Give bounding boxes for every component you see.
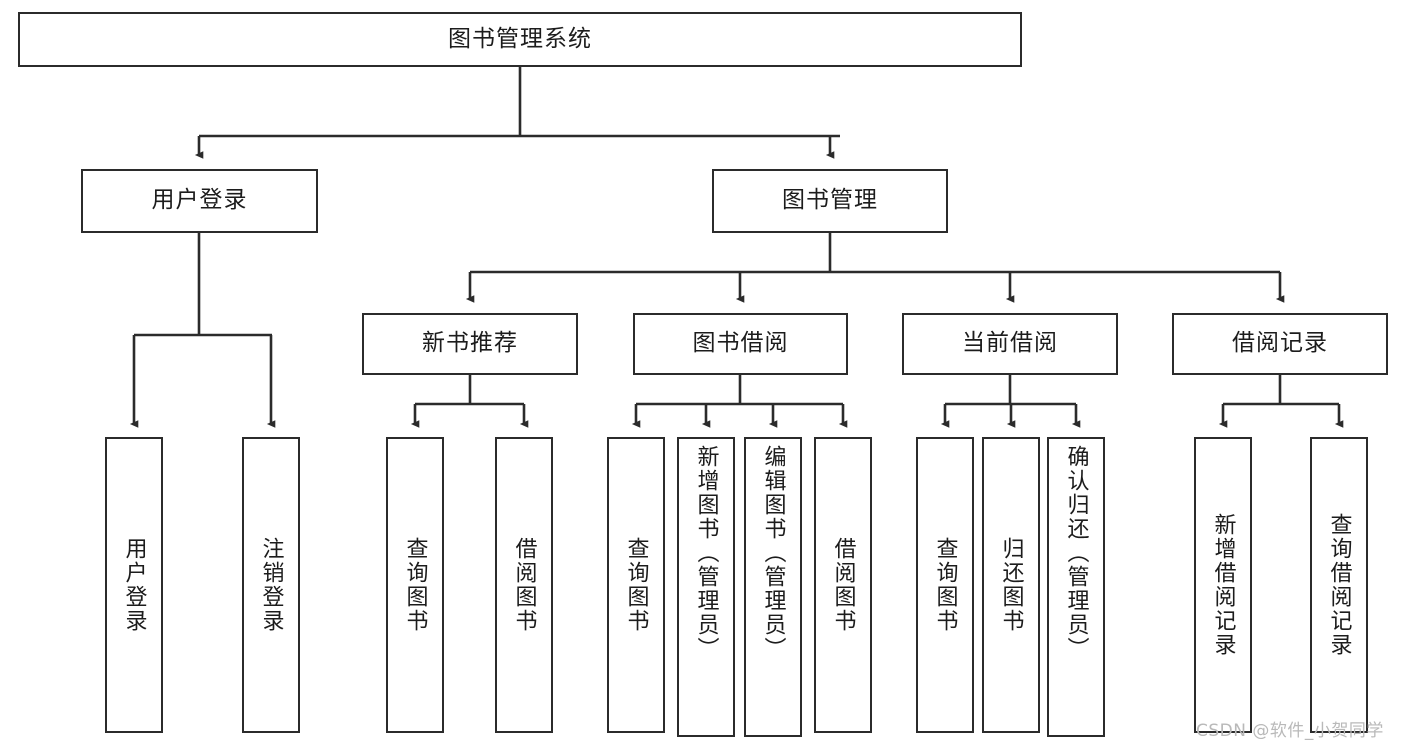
leaf-add-book-admin[interactable]: 新增图书（管理员） bbox=[677, 437, 735, 737]
node-label: 新书推荐 bbox=[422, 330, 518, 357]
leaf-query-book-current[interactable]: 查询图书 bbox=[916, 437, 974, 733]
node-label: 当前借阅 bbox=[962, 330, 1058, 357]
node-label: 编辑图书（管理员） bbox=[760, 445, 786, 661]
leaf-borrow-book[interactable]: 借阅图书 bbox=[814, 437, 872, 733]
node-label: 图书借阅 bbox=[692, 330, 789, 357]
node-label: 用户登录 bbox=[121, 537, 147, 633]
node-label: 注销登录 bbox=[258, 537, 284, 633]
node-root-book-management-system[interactable]: 图书管理系统 bbox=[18, 12, 1022, 67]
leaf-query-book-borrow[interactable]: 查询图书 bbox=[607, 437, 665, 733]
node-user-login[interactable]: 用户登录 bbox=[81, 169, 318, 233]
node-label: 查询图书 bbox=[932, 537, 958, 633]
leaf-query-borrow-record[interactable]: 查询借阅记录 bbox=[1310, 437, 1368, 733]
node-label: 借阅图书 bbox=[511, 537, 537, 633]
node-label: 查询借阅记录 bbox=[1326, 513, 1352, 657]
node-new-book-recommend[interactable]: 新书推荐 bbox=[362, 313, 578, 375]
node-label: 借阅图书 bbox=[830, 537, 856, 633]
node-label: 确认归还（管理员） bbox=[1063, 445, 1089, 661]
leaf-edit-book-admin[interactable]: 编辑图书（管理员） bbox=[744, 437, 802, 737]
node-book-borrow[interactable]: 图书借阅 bbox=[633, 313, 848, 375]
node-label: 图书管理系统 bbox=[448, 25, 592, 52]
node-label: 归还图书 bbox=[998, 537, 1024, 633]
node-book-manage[interactable]: 图书管理 bbox=[712, 169, 948, 233]
node-label: 新增借阅记录 bbox=[1210, 513, 1236, 657]
leaf-borrow-book-recommend[interactable]: 借阅图书 bbox=[495, 437, 553, 733]
node-label: 用户登录 bbox=[151, 187, 248, 214]
node-borrow-record[interactable]: 借阅记录 bbox=[1172, 313, 1388, 375]
node-label: 图书管理 bbox=[782, 187, 878, 214]
leaf-logout-login[interactable]: 注销登录 bbox=[242, 437, 300, 733]
leaf-return-book[interactable]: 归还图书 bbox=[982, 437, 1040, 733]
leaf-add-borrow-record[interactable]: 新增借阅记录 bbox=[1194, 437, 1252, 733]
node-label: 新增图书（管理员） bbox=[693, 445, 719, 661]
node-label: 借阅记录 bbox=[1232, 330, 1328, 357]
leaf-confirm-return-admin[interactable]: 确认归还（管理员） bbox=[1047, 437, 1105, 737]
node-label: 查询图书 bbox=[623, 537, 649, 633]
node-label: 查询图书 bbox=[402, 537, 428, 633]
node-current-borrow[interactable]: 当前借阅 bbox=[902, 313, 1118, 375]
leaf-query-book-recommend[interactable]: 查询图书 bbox=[386, 437, 444, 733]
leaf-user-login[interactable]: 用户登录 bbox=[105, 437, 163, 733]
